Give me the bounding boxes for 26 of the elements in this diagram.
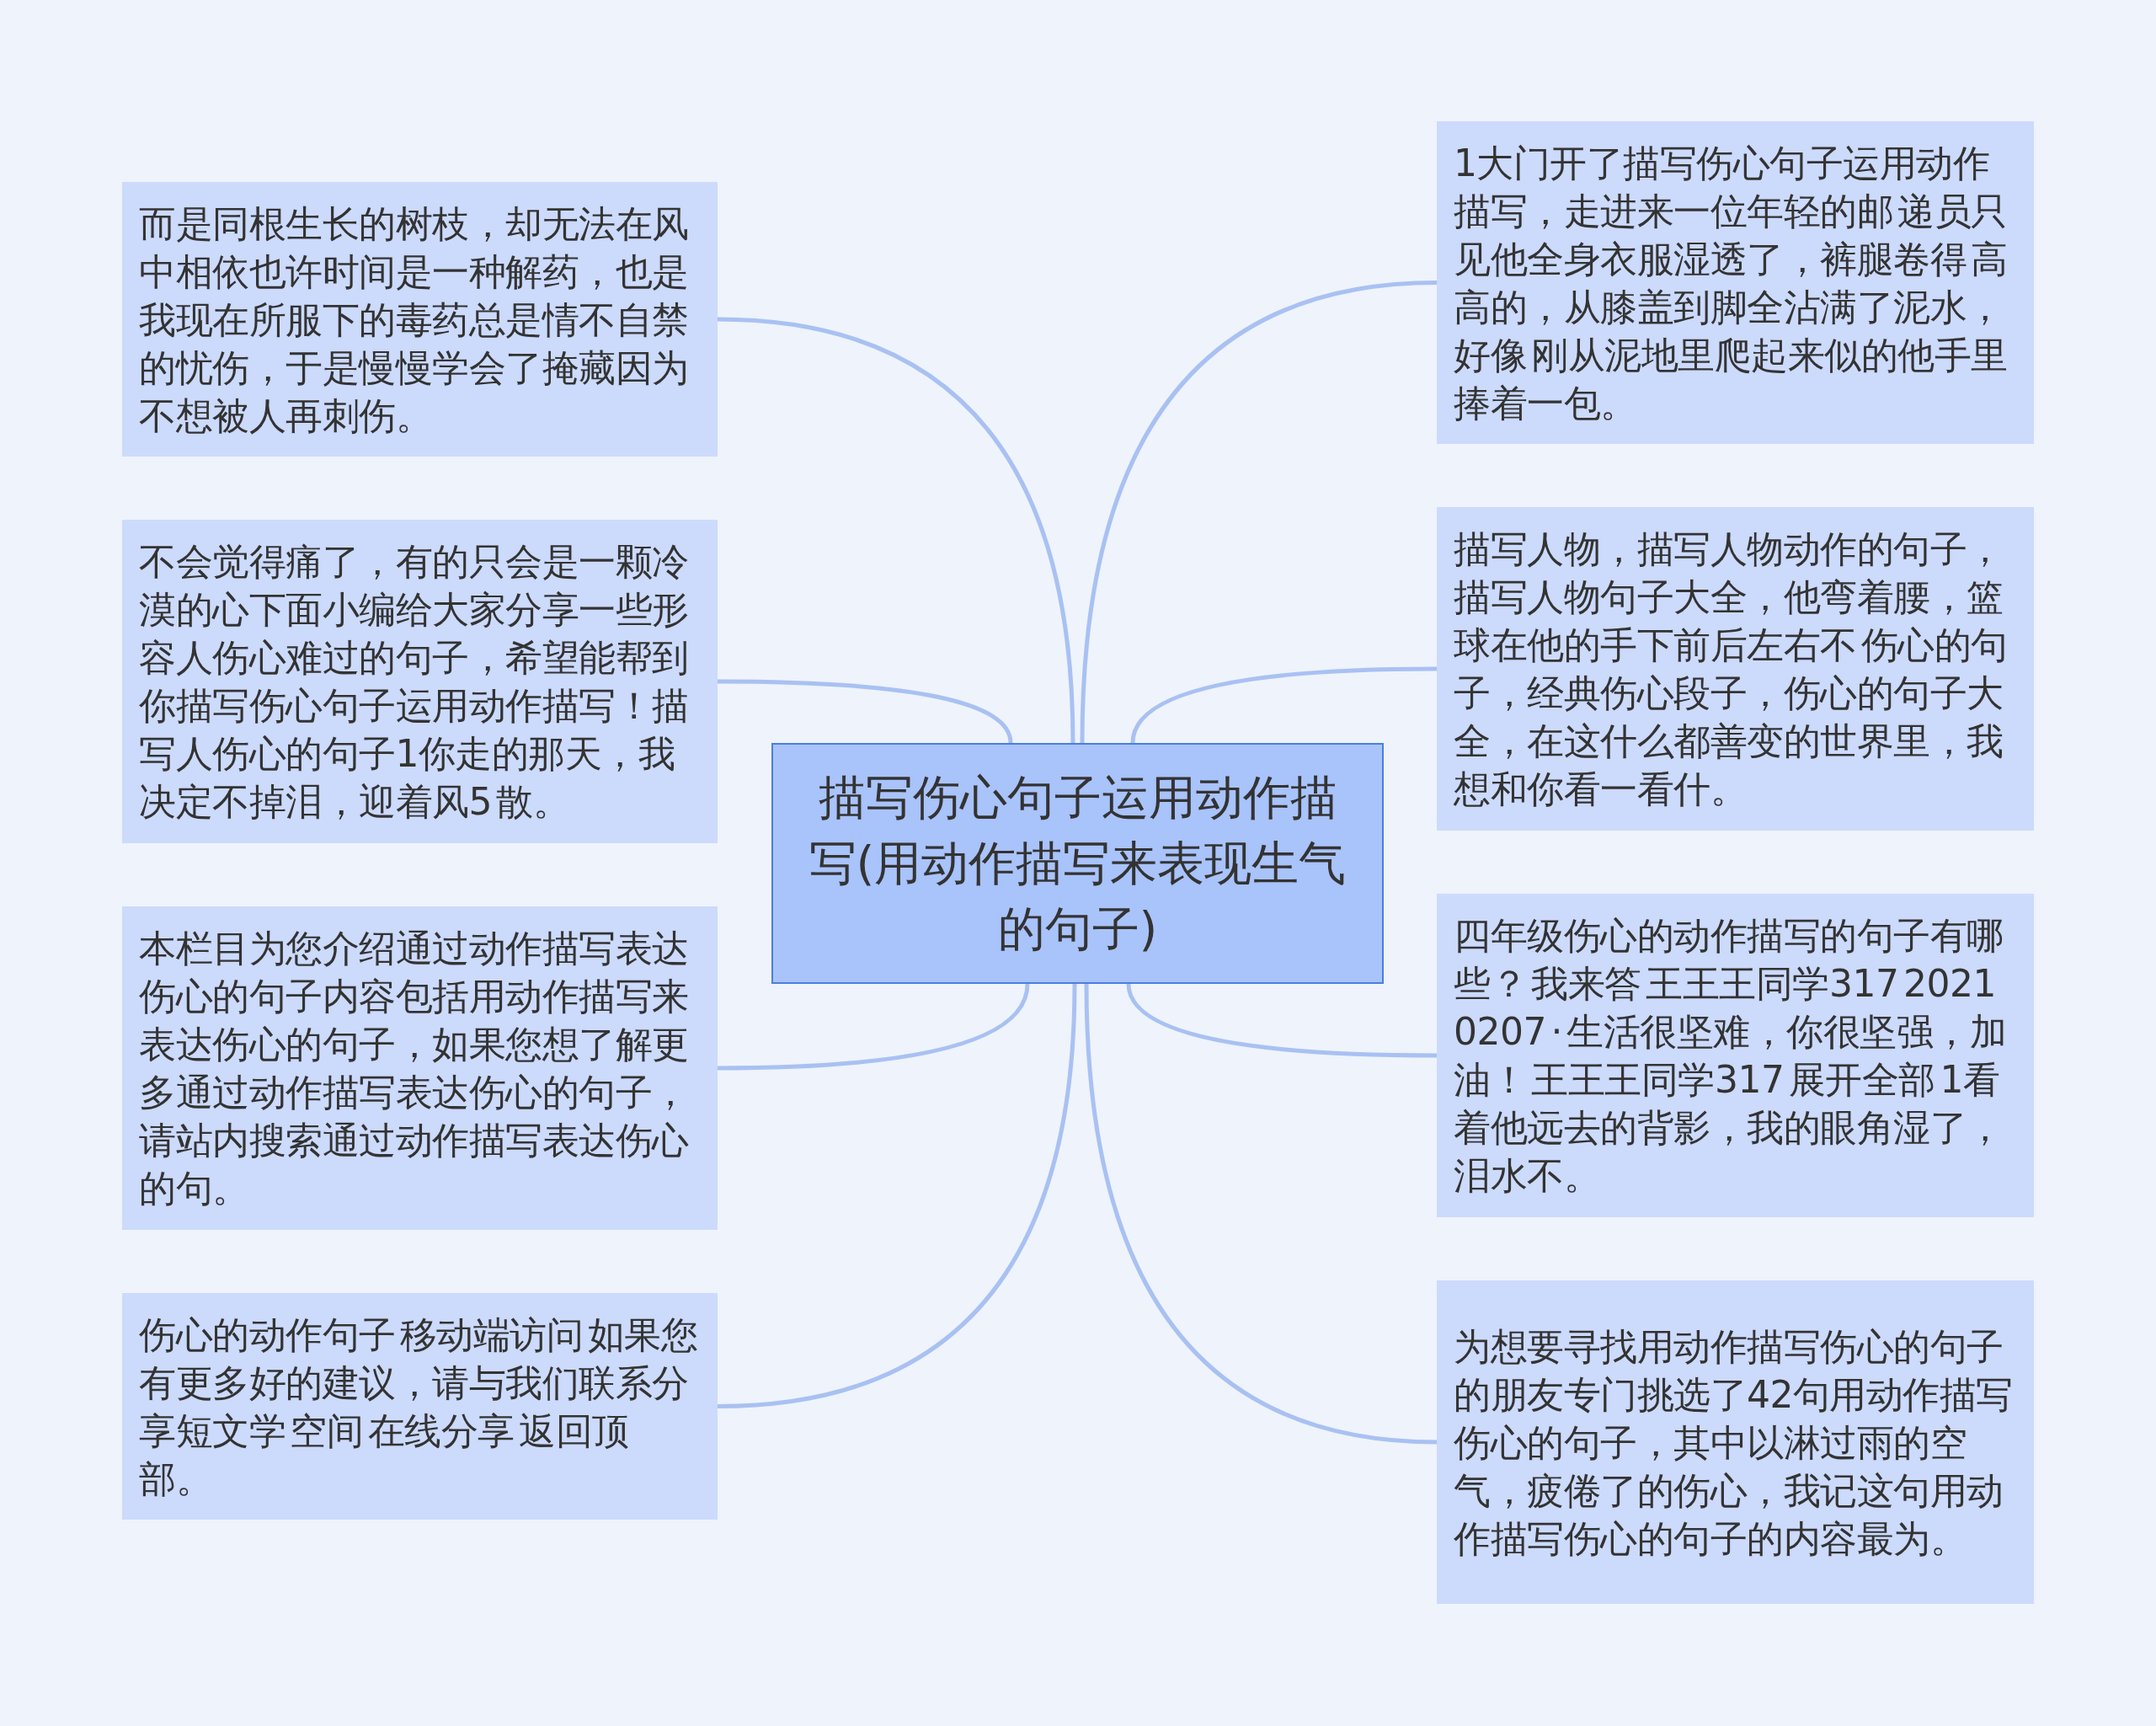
topic-box — [1437, 121, 2034, 444]
topic-box — [1437, 507, 2034, 831]
topic-text: 为想要寻找用动作描写伤心的句子的朋友专门挑选了42句用动作描写伤心的句子，其中以淋过雨的空气，疲倦了的伤心，我记这句用动作描写伤心的句子的内容最为。 — [1454, 1323, 2014, 1562]
topic-text: 伤心的动作句子 移动端访问 如果您有更多好的建议，请与我们联系分享短文学 空间 在线分享 返回顶部。 — [139, 1312, 699, 1502]
connector-curve — [717, 679, 1013, 744]
connector-curve — [1080, 281, 1438, 744]
topic-box — [122, 520, 718, 843]
connector-curve — [717, 983, 1077, 1408]
topic-box — [122, 182, 718, 457]
connector-curve — [1126, 983, 1438, 1058]
connector-curve — [717, 983, 1030, 1071]
connector-curve — [1084, 983, 1438, 1445]
topic-text: 1大门开了描写伤心句子运用动作描写，走进来一位年轻的邮 递员只见他全身衣服湿透了，裤腿卷得 高高的，从膝盖到脚全沾满了泥水，好像 刚从泥地里爬起来似的他手里捧着一包。 — [1454, 140, 2009, 426]
topic-text: 本栏目为您介绍通过动作描写表达伤心的句子内容包括用动作描写来表达伤心的句子，如果您想了解更多通过动作描写表达伤心的句子，请站内搜索通过动作描写表达伤心的句。 — [139, 926, 690, 1211]
topic-box — [1437, 1280, 2034, 1604]
connector-curve — [1130, 666, 1438, 744]
topic-box — [122, 1293, 718, 1520]
central-topic-text: 描写伤心句子运用动作描写(用动作描写来表现生气的句子) — [808, 769, 1348, 958]
central-topic-box — [771, 743, 1384, 984]
topic-text: 描写人物，描写人物动作的句子，描写人物句子大全，他弯着腰，篮球在他的手下前后左右不 伤心的句子，经典伤心段子，伤心的句子大全，在这什么都善变的世界里，我想和你看一看什。 — [1454, 526, 2009, 812]
topic-text: 不会觉得痛了，有的只会是一颗冷漠的心下面小编给大家分享一些形容人伤心难过的句子，希望能帮到你描写伤心句子运用动作描写！描写人伤心的句子1你走的那天，我决定不掉泪，迎着风5 散。 — [139, 539, 690, 825]
topic-box — [1437, 894, 2034, 1217]
topic-text: 四年级伤心的动作描写的句子有哪些？ 我来答 王王王同学317 20210207 · 生活很坚难，你很坚强，加油！ 王王王同学317 展开全部 1看着他远去的背影，我的眼角湿了，泪水不。 — [1454, 913, 2008, 1199]
topic-box — [122, 906, 718, 1230]
topic-text: 而是同根生长的树枝，却无法在风中相依也许时间是一种解药，也是我现在所服下的毒药总是情不自禁的忧伤，于是慢慢学会了掩藏因为不想被人再刺伤。 — [139, 200, 690, 439]
connector-curve — [717, 317, 1075, 744]
